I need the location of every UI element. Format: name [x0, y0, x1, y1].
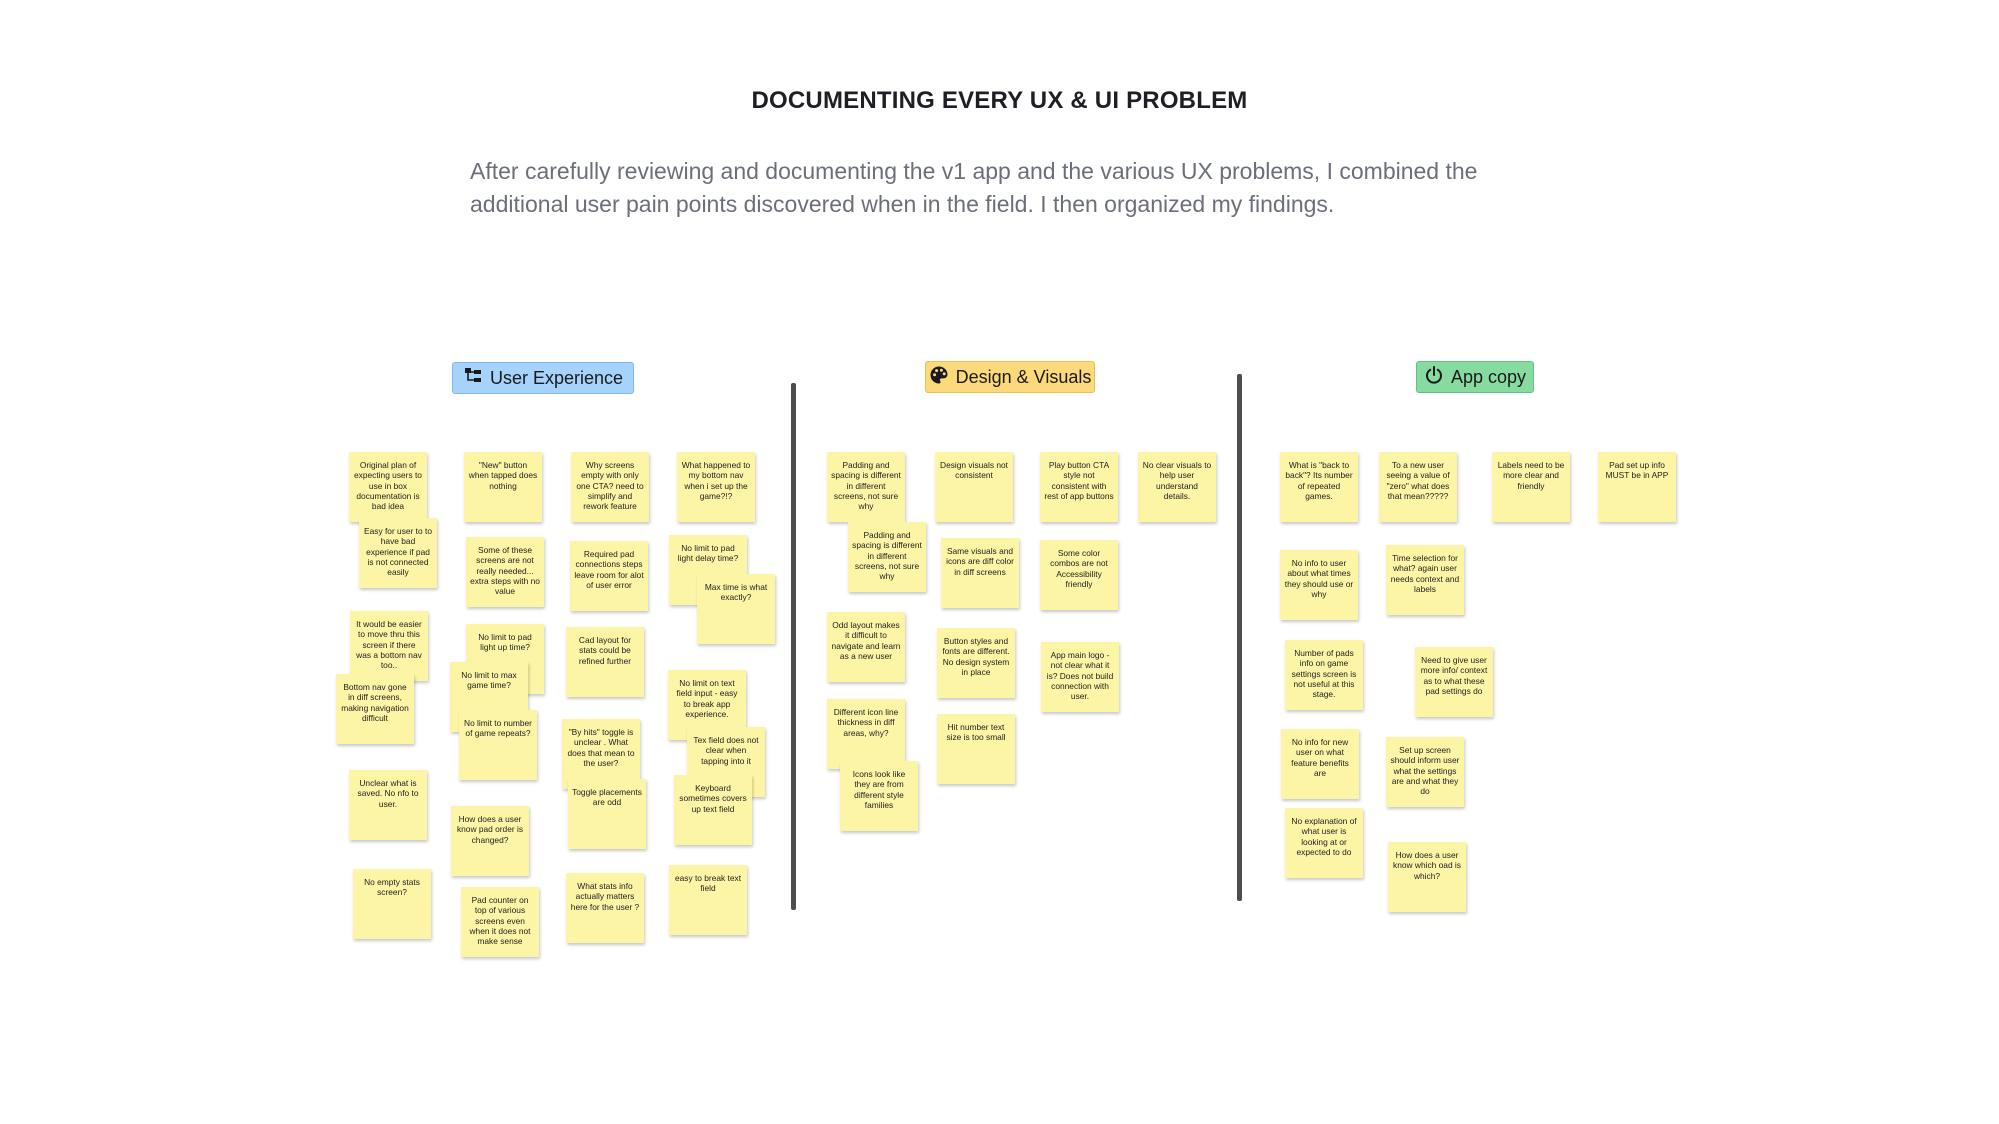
sticky-note: Easy for user to to have bad experience … — [359, 518, 437, 588]
sticky-note: What happened to my bottom nav when i se… — [677, 452, 755, 522]
sticky-note: How does a user know which oad is which? — [1388, 842, 1466, 912]
sticky-note: App main logo - not clear what it is? Do… — [1041, 642, 1119, 712]
sticky-note: Labels need to be more clear and friendl… — [1492, 452, 1570, 522]
sticky-note: Set up screen should inform user what th… — [1386, 737, 1464, 807]
page-subtitle: After carefully reviewing and documentin… — [470, 158, 1478, 217]
sticky-note: What is "back to back"? Its number of re… — [1280, 452, 1358, 522]
category-header-design-visuals: Design & Visuals — [925, 361, 1095, 393]
sticky-note: Max time is what exactly? — [697, 574, 775, 644]
category-label: User Experience — [489, 367, 624, 388]
sticky-note: "By hits" toggle is unclear . What does … — [562, 719, 640, 789]
sticky-note: Need to give user more info/ context as … — [1415, 647, 1493, 717]
sticky-note: Keyboard sometimes covers up text field — [674, 775, 752, 845]
sticky-note: It would be easier to move thru this scr… — [350, 611, 428, 681]
column-divider — [791, 383, 796, 910]
palette-icon — [929, 365, 949, 390]
sticky-note: No clear visuals to help user understand… — [1138, 452, 1216, 522]
page-title: DOCUMENTING EVERY UX & UI PROBLEM — [751, 87, 1248, 114]
sticky-note: Bottom nav gone in diff screens, making … — [336, 674, 414, 744]
sticky-note: easy to break text field — [669, 865, 747, 935]
category-label: App copy — [1450, 366, 1527, 387]
sticky-note: No limit to number of game repeats? — [459, 710, 537, 780]
category-header-user-experience: User Experience — [452, 362, 634, 394]
column-divider — [1237, 374, 1242, 901]
sticky-note: Why screens empty with only one CTA? nee… — [571, 452, 649, 522]
sticky-note: Time selection for what? again user need… — [1386, 545, 1464, 615]
sticky-note: Design visuals not consistent — [935, 452, 1013, 522]
sticky-note: What stats info actually matters here fo… — [566, 873, 644, 943]
sticky-note: Icons look like they are from different … — [840, 761, 918, 831]
sticky-note: Padding and spacing is different in diff… — [848, 522, 926, 592]
sticky-note: Cad layout for stats could be refined fu… — [566, 627, 644, 697]
sticky-note: Same visuals and icons are diff color in… — [941, 538, 1019, 608]
sticky-note: Unclear what is saved. No nfo to user. — [349, 770, 427, 840]
sticky-note: "New" button when tapped does nothing — [464, 452, 542, 522]
sticky-note: Required pad connections steps leave roo… — [570, 541, 648, 611]
sticky-note: Original plan of expecting users to use … — [349, 452, 427, 522]
sticky-note: Pad counter on top of various screens ev… — [461, 887, 539, 957]
sticky-note: Hit number text size is too small — [937, 714, 1015, 784]
sticky-note: How does a user know pad order is change… — [451, 806, 529, 876]
sticky-note: Odd layout makes it difficult to navigat… — [827, 612, 905, 682]
category-label: Design & Visuals — [955, 366, 1092, 387]
sticky-note: Some of these screens are not really nee… — [466, 537, 544, 607]
sticky-note: Toggle placements are odd — [568, 779, 646, 849]
sticky-note: Padding and spacing is different in diff… — [827, 452, 905, 522]
sticky-note: To a new user seeing a value of "zero" w… — [1379, 452, 1457, 522]
sticky-note: Some color combos are not Accessibility … — [1040, 540, 1118, 610]
sticky-note: No explanation of what user is looking a… — [1285, 808, 1363, 878]
sticky-note: Button styles and fonts are different. N… — [937, 628, 1015, 698]
sticky-note: Pad set up info MUST be in APP — [1598, 452, 1676, 522]
sticky-note: Different icon line thickness in diff ar… — [827, 699, 905, 769]
sticky-note: No empty stats screen? — [353, 869, 431, 939]
sticky-note: Play button CTA style not consistent wit… — [1040, 452, 1118, 522]
category-header-app-copy: App copy — [1416, 361, 1534, 393]
flowchart-icon — [463, 366, 483, 391]
sticky-note: Number of pads info on game settings scr… — [1285, 640, 1363, 710]
sticky-note: No info for new user on what feature ben… — [1281, 729, 1359, 799]
power-icon — [1424, 365, 1444, 390]
sticky-note: No info to user about what times they sh… — [1280, 550, 1358, 620]
